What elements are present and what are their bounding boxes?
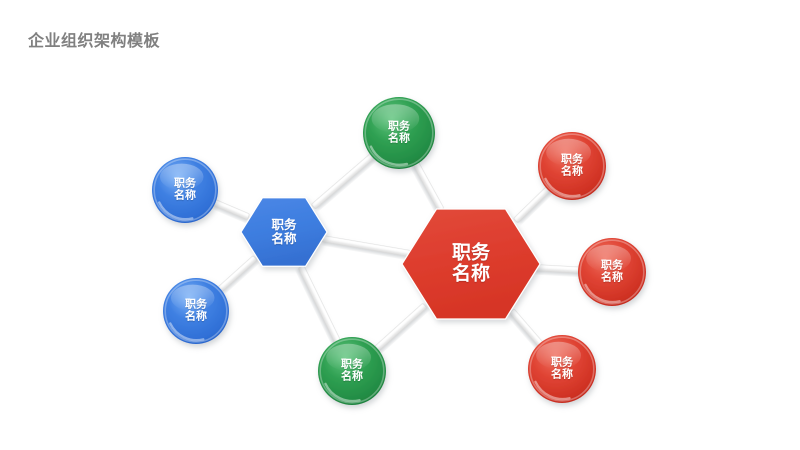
connector-blue-hex-to-red-hex [321, 235, 411, 257]
connector-blue-hex-to-green-top [311, 153, 375, 209]
node-layer [152, 97, 646, 405]
circle-node-red-top-right[interactable] [538, 132, 606, 200]
circle-node-blue-top-left[interactable] [152, 157, 218, 223]
connector-red-hex-to-red-bottom [509, 309, 543, 347]
hexagon-node-blue[interactable] [240, 197, 328, 267]
connector-green-bottom-to-red-hex [374, 303, 427, 352]
page-title: 企业组织架构模板 [28, 31, 161, 50]
circle-node-green-top[interactable] [363, 97, 435, 169]
circle-node-red-bottom-right[interactable] [528, 335, 596, 403]
connector-green-top-to-red-hex [413, 162, 444, 211]
connector-blue-circle-bottom-to-blue-hex [217, 255, 257, 292]
connector-blue-hex-to-green-bottom [298, 265, 341, 343]
connector-red-hex-to-red-top [513, 186, 551, 223]
connector-blue-circle-top-to-blue-hex [213, 199, 250, 220]
circle-node-blue-bottom-left[interactable] [163, 278, 229, 344]
circle-node-red-middle-right[interactable] [578, 238, 646, 306]
hexagon-node-center-red[interactable] [401, 208, 541, 320]
connector-red-hex-to-red-middle [532, 264, 580, 274]
circle-node-green-bottom[interactable] [318, 337, 386, 405]
